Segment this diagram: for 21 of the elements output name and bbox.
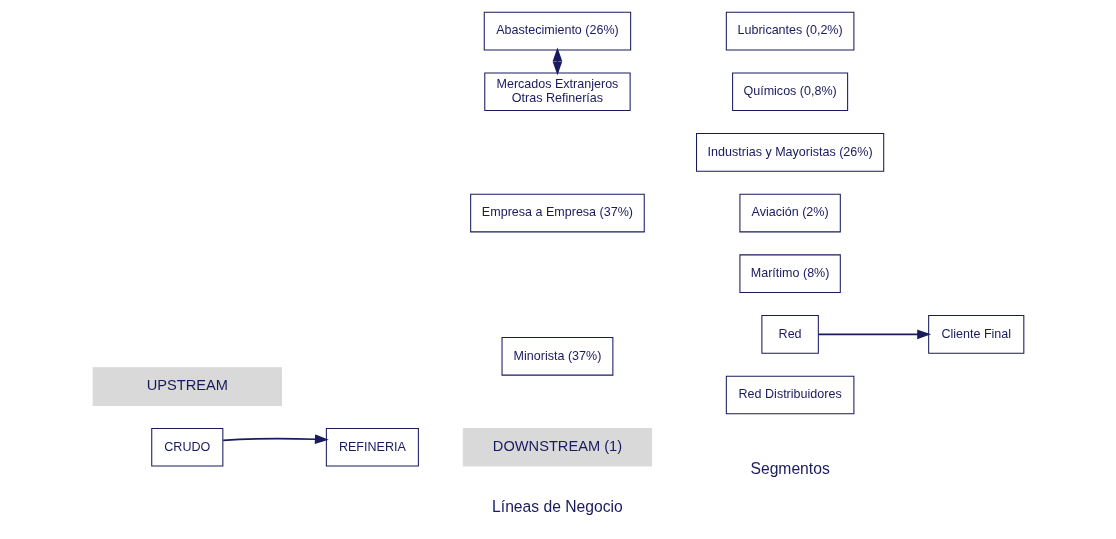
node-box: Lubricantes (0,2%) xyxy=(725,11,854,51)
label: Líneas de Negocio xyxy=(491,497,623,515)
node-box: UPSTREAM xyxy=(92,367,282,406)
node-box: DOWNSTREAM (1) xyxy=(462,427,652,467)
arrow xyxy=(552,47,562,76)
node-box: Aviación (2%) xyxy=(738,193,841,233)
arrow xyxy=(817,329,931,340)
node-box: Red Distribuidores xyxy=(725,375,854,415)
node-box: Industrias y Mayoristas (26%) xyxy=(695,133,884,172)
node-box: Abastecimiento (26%) xyxy=(483,11,631,51)
node-box: Red xyxy=(760,315,819,354)
node-box: Empresa a Empresa (37%) xyxy=(469,193,645,233)
node-box: CRUDO xyxy=(150,427,223,467)
node-box: Químicos (0,8%) xyxy=(731,72,848,112)
node-box: Cliente Final xyxy=(927,315,1024,354)
node-box: Minorista (37%) xyxy=(501,336,613,376)
label: Segmentos xyxy=(749,459,830,477)
node-box: REFINERIA xyxy=(325,427,419,467)
node-box: Mercados Extranjeros Otras Refinerías xyxy=(483,72,631,112)
arrow xyxy=(221,434,329,445)
node-box: Marítimo (8%) xyxy=(738,254,841,294)
